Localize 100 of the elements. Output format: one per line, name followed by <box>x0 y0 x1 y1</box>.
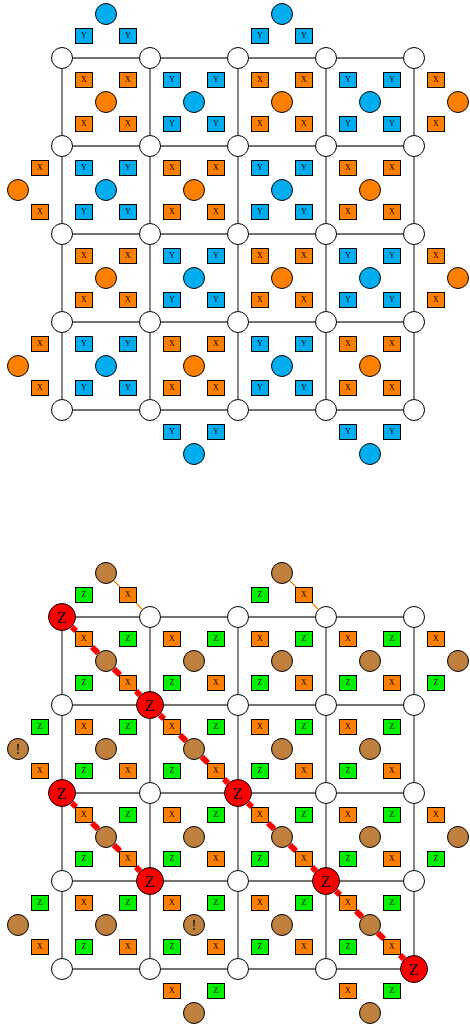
operator-square: Z <box>163 939 181 955</box>
operator-square: Z <box>383 983 401 999</box>
plaquette-circle <box>359 826 381 848</box>
operator-square: X <box>75 895 93 911</box>
grid-line <box>72 233 140 235</box>
plaquette-circle <box>95 91 117 113</box>
error-chain-line <box>333 888 343 898</box>
operator-square: X <box>295 248 313 264</box>
operator-square: X <box>251 807 269 823</box>
grid-line <box>325 803 327 868</box>
grid-line <box>149 718 151 783</box>
operator-square: Y <box>75 380 93 396</box>
grid-line <box>149 894 151 959</box>
grid-line <box>248 145 316 147</box>
vertex-circle <box>315 311 337 333</box>
operator-square: X <box>427 72 445 88</box>
grid-line <box>160 616 228 618</box>
operator-square: X <box>207 851 225 867</box>
operator-square: X <box>383 336 401 352</box>
operator-square: Z <box>339 939 357 955</box>
operator-square: X <box>31 380 49 396</box>
grid-line <box>72 57 140 59</box>
plaquette-circle <box>271 91 293 113</box>
operator-square: Y <box>119 28 137 44</box>
operator-square: Z <box>163 851 181 867</box>
operator-square: Z <box>251 851 269 867</box>
grid-line <box>160 409 228 411</box>
grid-line <box>61 891 63 959</box>
plaquette-circle <box>183 738 205 760</box>
operator-square: Y <box>295 160 313 176</box>
grid-line <box>413 156 415 224</box>
operator-square: X <box>31 336 49 352</box>
operator-square: X <box>339 895 357 911</box>
error-chain-line <box>265 820 277 832</box>
operator-square: Z <box>251 587 269 603</box>
grid-line <box>72 321 140 323</box>
grid-line <box>248 57 316 59</box>
operator-square: X <box>339 380 357 396</box>
plaquette-circle <box>95 738 117 760</box>
operator-square: X <box>251 631 269 647</box>
operator-square: Z <box>207 895 225 911</box>
operator-square: X <box>427 116 445 132</box>
vertex-circle <box>51 47 73 69</box>
grid-line <box>61 715 63 780</box>
plaquette-circle <box>447 650 469 672</box>
plaquette-circle <box>183 826 205 848</box>
vertex-circle <box>227 47 249 69</box>
operator-square: X <box>163 380 181 396</box>
operator-square: Y <box>75 204 93 220</box>
operator-square: Z <box>75 587 93 603</box>
vertex-circle <box>139 223 161 245</box>
grid-line <box>336 704 404 706</box>
grid-line <box>413 627 415 695</box>
operator-square: X <box>295 292 313 308</box>
operator-square: X <box>383 763 401 779</box>
vertex-circle <box>51 311 73 333</box>
operator-square: Y <box>119 204 137 220</box>
operator-square: X <box>339 336 357 352</box>
operator-square: Y <box>119 380 137 396</box>
operator-square: X <box>163 160 181 176</box>
grid-line <box>61 806 63 871</box>
vertex-circle <box>51 870 73 892</box>
operator-square: Z <box>251 763 269 779</box>
grid-line <box>325 244 327 312</box>
operator-square: X <box>383 851 401 867</box>
operator-square: Y <box>207 248 225 264</box>
plaquette-circle <box>95 267 117 289</box>
grid-line <box>325 332 327 400</box>
vertex-circle <box>227 223 249 245</box>
operator-square: Y <box>295 204 313 220</box>
error-chain-line <box>375 930 387 942</box>
grid-line <box>149 803 151 868</box>
operator-square: Y <box>383 116 401 132</box>
error-chain-line <box>157 712 167 722</box>
operator-square: X <box>119 763 137 779</box>
operator-square: X <box>339 160 357 176</box>
operator-square: X <box>119 292 137 308</box>
operator-square: X <box>295 939 313 955</box>
grid-line <box>248 409 316 411</box>
operator-square: Y <box>163 116 181 132</box>
operator-square: X <box>163 807 181 823</box>
operator-square: X <box>119 72 137 88</box>
plaquette-circle <box>183 1002 205 1024</box>
vertex-circle <box>139 311 161 333</box>
vertex-circle <box>139 47 161 69</box>
vertex-circle <box>403 135 425 157</box>
grid-line <box>413 68 415 136</box>
vertex-circle: Z <box>224 779 252 807</box>
vertex-circle <box>139 399 161 421</box>
operator-square: X <box>383 939 401 955</box>
plaquette-circle <box>359 650 381 672</box>
plaquette-circle <box>95 914 117 936</box>
grid-line <box>61 244 63 312</box>
operator-square: X <box>119 675 137 691</box>
error-chain-line <box>69 624 79 634</box>
operator-square: Y <box>295 28 313 44</box>
operator-square: X <box>295 763 313 779</box>
plaquette-circle <box>359 91 381 113</box>
operator-square: Y <box>339 72 357 88</box>
grid-line <box>237 891 239 959</box>
